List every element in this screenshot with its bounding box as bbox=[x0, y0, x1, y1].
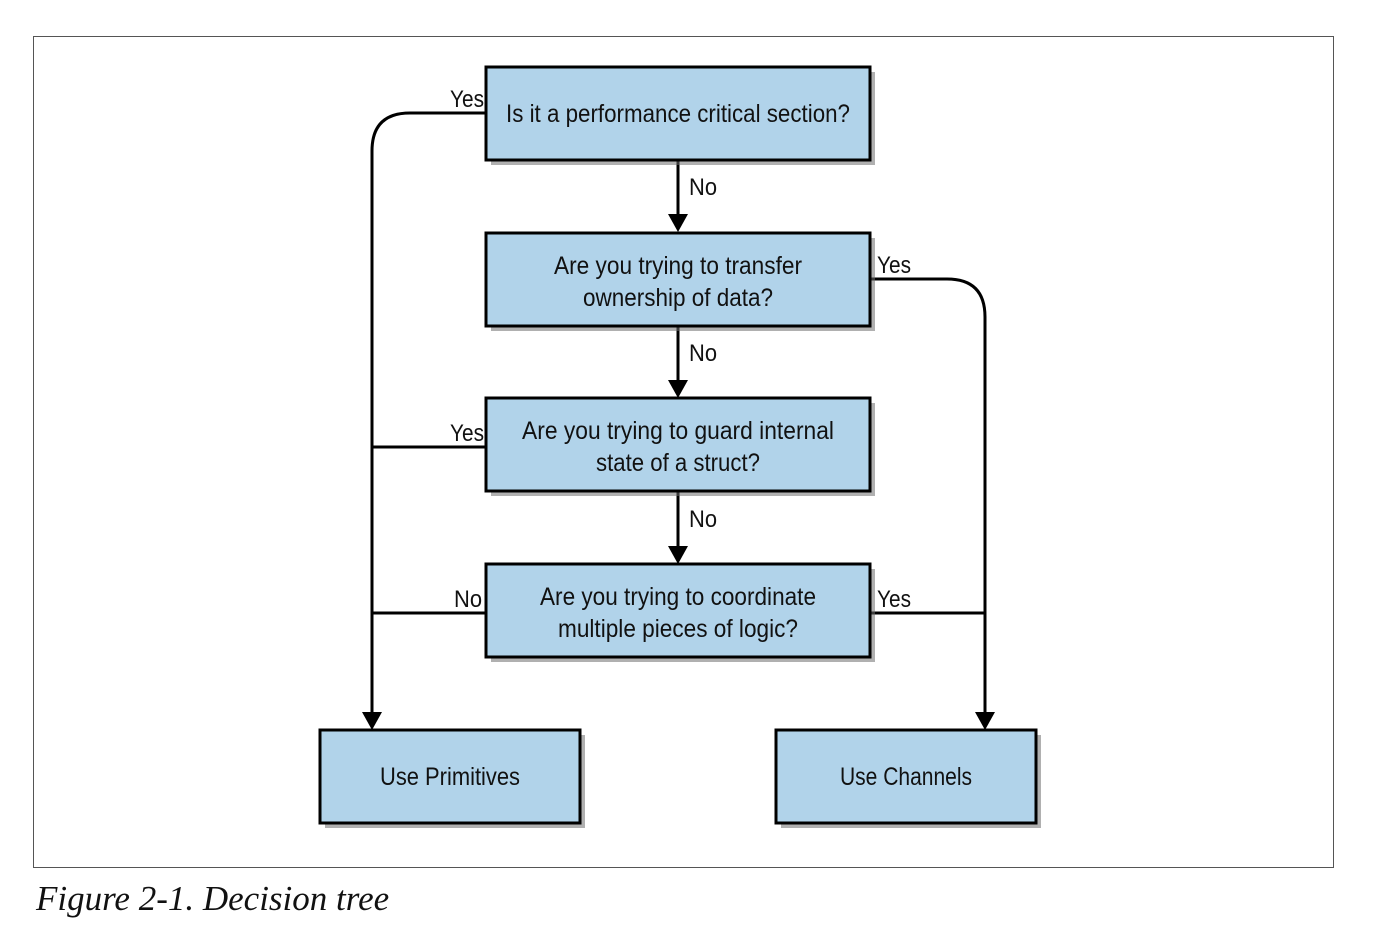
node-performance-critical: Is it a performance critical section? bbox=[484, 65, 875, 165]
node-coordinate-logic: Are you trying to coordinate multiple pi… bbox=[484, 562, 875, 662]
edge-label-q2-no: No bbox=[689, 340, 717, 367]
node-box bbox=[484, 396, 872, 493]
node-text-line: Are you trying to coordinate bbox=[540, 583, 816, 611]
edge-right-trunk-arrow bbox=[975, 712, 995, 730]
edge-q2-yes-line bbox=[870, 277, 987, 714]
node-use-primitives: Use Primitives bbox=[318, 728, 585, 828]
node-text-line: Are you trying to transfer bbox=[554, 252, 802, 280]
edge-label-q4-no: No bbox=[454, 586, 482, 613]
edge-label-q1-yes: Yes bbox=[450, 86, 484, 113]
node-text-line: Is it a performance critical section? bbox=[506, 100, 850, 128]
connectors bbox=[362, 111, 995, 730]
edge-label-q3-yes: Yes bbox=[450, 420, 484, 447]
node-guard-state: Are you trying to guard internal state o… bbox=[484, 396, 875, 496]
edge-q1-no-arrow bbox=[668, 214, 688, 232]
edge-labels: Yes No Yes No Yes No No Yes bbox=[450, 86, 911, 613]
edge-left-trunk-arrow bbox=[362, 712, 382, 730]
edge-label-q3-no: No bbox=[689, 506, 717, 533]
edge-q3-no-arrow bbox=[668, 546, 688, 564]
edge-label-q4-yes: Yes bbox=[877, 586, 911, 613]
edge-label-q2-yes: Yes bbox=[877, 252, 911, 279]
node-box bbox=[484, 65, 872, 162]
node-text-line: Use Primitives bbox=[380, 763, 520, 791]
node-box bbox=[318, 728, 582, 825]
figure-caption: Figure 2-1. Decision tree bbox=[36, 879, 390, 918]
node-box bbox=[774, 728, 1038, 825]
node-text-line: ownership of data? bbox=[583, 284, 773, 312]
node-text-line: Are you trying to guard internal bbox=[522, 417, 834, 445]
node-box bbox=[484, 562, 872, 659]
edge-label-q1-no: No bbox=[689, 174, 717, 201]
node-text-line: multiple pieces of logic? bbox=[558, 615, 798, 643]
node-box bbox=[484, 231, 872, 328]
edge-q1-yes-line bbox=[370, 111, 486, 714]
node-use-channels: Use Channels bbox=[774, 728, 1041, 828]
node-text-line: state of a struct? bbox=[596, 449, 760, 477]
node-text-line: Use Channels bbox=[840, 763, 972, 791]
figure-frame bbox=[33, 36, 1334, 868]
edge-q2-no-arrow bbox=[668, 380, 688, 398]
node-transfer-ownership: Are you trying to transfer ownership of … bbox=[484, 231, 875, 331]
